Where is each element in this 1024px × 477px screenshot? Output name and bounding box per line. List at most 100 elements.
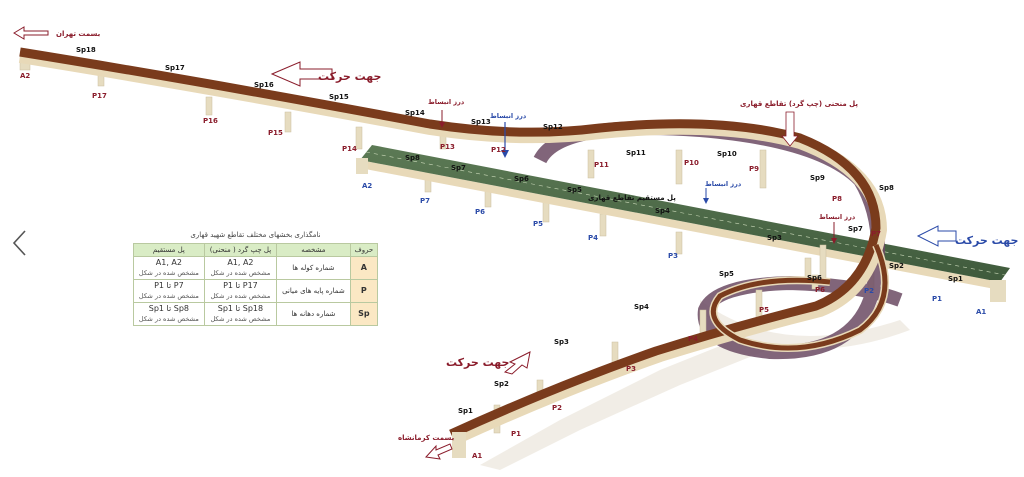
curved-pier-label: P15 [268, 129, 283, 137]
curved-bridge-callout: پل منحنی (چپ گرد) تقاطع قهاری [740, 99, 858, 108]
legend-table: حروف مشخصه پل چپ گرد ( منحنی) پل مستقیم … [133, 243, 379, 326]
direction-kermanshah-label: بسمت کرمانشاه [398, 434, 455, 442]
straight-pier-label: P2 [864, 287, 874, 295]
straight-abutment-a2 [356, 158, 368, 174]
straight-span-label: Sp2 [889, 262, 904, 270]
curved-abutment-label: A1 [472, 452, 482, 460]
curved-span-label: Sp4 [634, 303, 649, 311]
curved-span-label: Sp5 [719, 270, 734, 278]
curved-pier-label: P2 [552, 404, 562, 412]
straight-span-label: Sp5 [567, 186, 582, 194]
prev-slide-button[interactable] [8, 228, 32, 258]
curved-abutment-a1 [452, 432, 466, 458]
legend-header-feature: مشخصه [276, 243, 351, 257]
legend-key: Sp [349, 302, 379, 326]
legend-desc: شماره کوله ها [276, 256, 351, 280]
straight-pier-label: P6 [475, 208, 485, 216]
curved-pier-label: P6 [815, 286, 825, 294]
expansion-joint-callout: درز انبساط [705, 180, 742, 188]
straight-span-label: Sp1 [948, 275, 963, 283]
curved-pier-label: P3 [626, 365, 636, 373]
curved-span-label: Sp16 [254, 81, 274, 89]
curved-pier-label: P11 [594, 161, 609, 169]
chevron-left-icon [12, 230, 26, 256]
curved-pier-label: P9 [749, 165, 759, 173]
direction-movement-label: جهت حرکت [446, 356, 509, 369]
curved-span-label: Sp9 [810, 174, 825, 182]
curved-span-label: Sp13 [471, 118, 491, 126]
straight-pier-label: P4 [588, 234, 598, 242]
straight-bridge [356, 145, 1010, 302]
curved-span-label: Sp2 [494, 380, 509, 388]
expansion-joint-callout: درز انبساط [428, 98, 465, 106]
ground-shadows [480, 300, 910, 470]
curved-pier-label: P8 [832, 195, 842, 203]
expansion-joint-callout: درز انبساط [490, 112, 527, 120]
legend-header-curved: پل چپ گرد ( منحنی) [203, 243, 278, 257]
curved-pier-label: P1 [511, 430, 521, 438]
legend-key: A [349, 256, 379, 280]
straight-deck-top [360, 145, 1010, 282]
straight-span-label: Sp3 [767, 234, 782, 242]
curved-pier-label: P4 [688, 335, 698, 343]
legend-desc: شماره پایه های میانی [276, 279, 351, 303]
straight-span-label: Sp7 [451, 164, 466, 172]
arrow-kermanshah [424, 443, 453, 460]
curved-pier-label: P12 [491, 146, 506, 154]
straight-bridge-callout: پل مستقیم تقاطع قهاری [588, 194, 676, 202]
straight-span-label: Sp4 [655, 207, 670, 215]
expansion-joint-callout: درز انبساط [819, 213, 856, 221]
straight-abutment-label: A2 [362, 182, 372, 190]
straight-abutment-label: A1 [976, 308, 986, 316]
straight-pier-label: P1 [932, 295, 942, 303]
direction-arrows [13, 26, 957, 460]
straight-deck-side [360, 160, 1000, 290]
arrow-movement-top [270, 61, 333, 87]
direction-movement-label: جهت حرکت [318, 70, 381, 83]
legend-title: نامگذاری بخشهای مختلف تقاطع شهید قهاری [190, 231, 321, 239]
curved-abutment-label: A2 [20, 72, 30, 80]
curved-pier-label: P7 [871, 230, 881, 238]
direction-tehran-label: بسمت تهران [56, 30, 101, 38]
curved-span-label: Sp10 [717, 150, 737, 158]
arrow-tehran [13, 26, 49, 40]
curved-pier-label: P10 [684, 159, 699, 167]
straight-abutment-a1 [990, 280, 1006, 302]
curved-pier-label: P16 [203, 117, 218, 125]
curved-deck-top [19, 47, 881, 439]
arrow-movement-right [916, 225, 957, 247]
curved-span-label: Sp12 [543, 123, 563, 131]
curved-span-label: Sp14 [405, 109, 425, 117]
curved-span-label: Sp6 [807, 274, 822, 282]
legend-desc: شماره دهانه ها [276, 302, 351, 326]
curved-bridge [18, 47, 903, 458]
curved-span-label: Sp17 [165, 64, 185, 72]
curved-span-label: Sp7 [848, 225, 863, 233]
legend-key: P [349, 279, 379, 303]
curved-pier-label: P5 [759, 306, 769, 314]
curved-pier-label: P13 [440, 143, 455, 151]
straight-span-label: Sp6 [514, 175, 529, 183]
legend-header-straight: پل مستقیم [133, 243, 205, 257]
legend-header-letters: حروف [349, 243, 379, 257]
curved-span-label: Sp15 [329, 93, 349, 101]
straight-span-label: Sp8 [405, 154, 420, 162]
expansion-joints [439, 110, 837, 244]
curved-span-label: Sp3 [554, 338, 569, 346]
curved-pier-label: P14 [342, 145, 357, 153]
straight-pier-label: P3 [668, 252, 678, 260]
curved-span-label: Sp18 [76, 46, 96, 54]
curved-span-label: Sp11 [626, 149, 646, 157]
arrow-movement-bottom [503, 351, 531, 375]
curved-pier-label: P17 [92, 92, 107, 100]
straight-pier-label: P5 [533, 220, 543, 228]
